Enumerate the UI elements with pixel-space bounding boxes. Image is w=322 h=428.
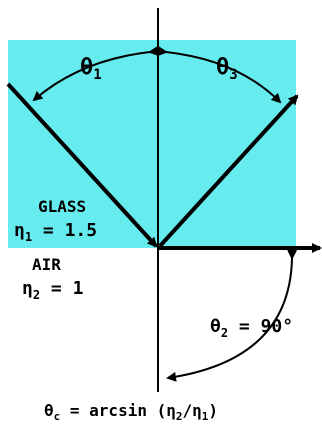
theta2-arc bbox=[166, 249, 298, 382]
glass-index-label: η1 = 1.5 bbox=[14, 220, 97, 244]
air-name-label: AIR bbox=[32, 255, 61, 274]
air-index-label: η2 = 1 bbox=[22, 278, 83, 302]
incident-ray bbox=[6, 82, 158, 248]
reflected-ray bbox=[158, 94, 299, 248]
theta3-arc bbox=[157, 46, 282, 104]
theta2-label: θ2 = 90° bbox=[210, 316, 293, 340]
critical-angle-formula: θc = arcsin (η2/η1) bbox=[44, 401, 218, 423]
theta1-label: θ1 bbox=[80, 55, 102, 83]
theta3-label: θ3 bbox=[216, 55, 238, 83]
glass-name-label: GLASS bbox=[38, 197, 86, 216]
theta1-arc bbox=[32, 46, 159, 102]
